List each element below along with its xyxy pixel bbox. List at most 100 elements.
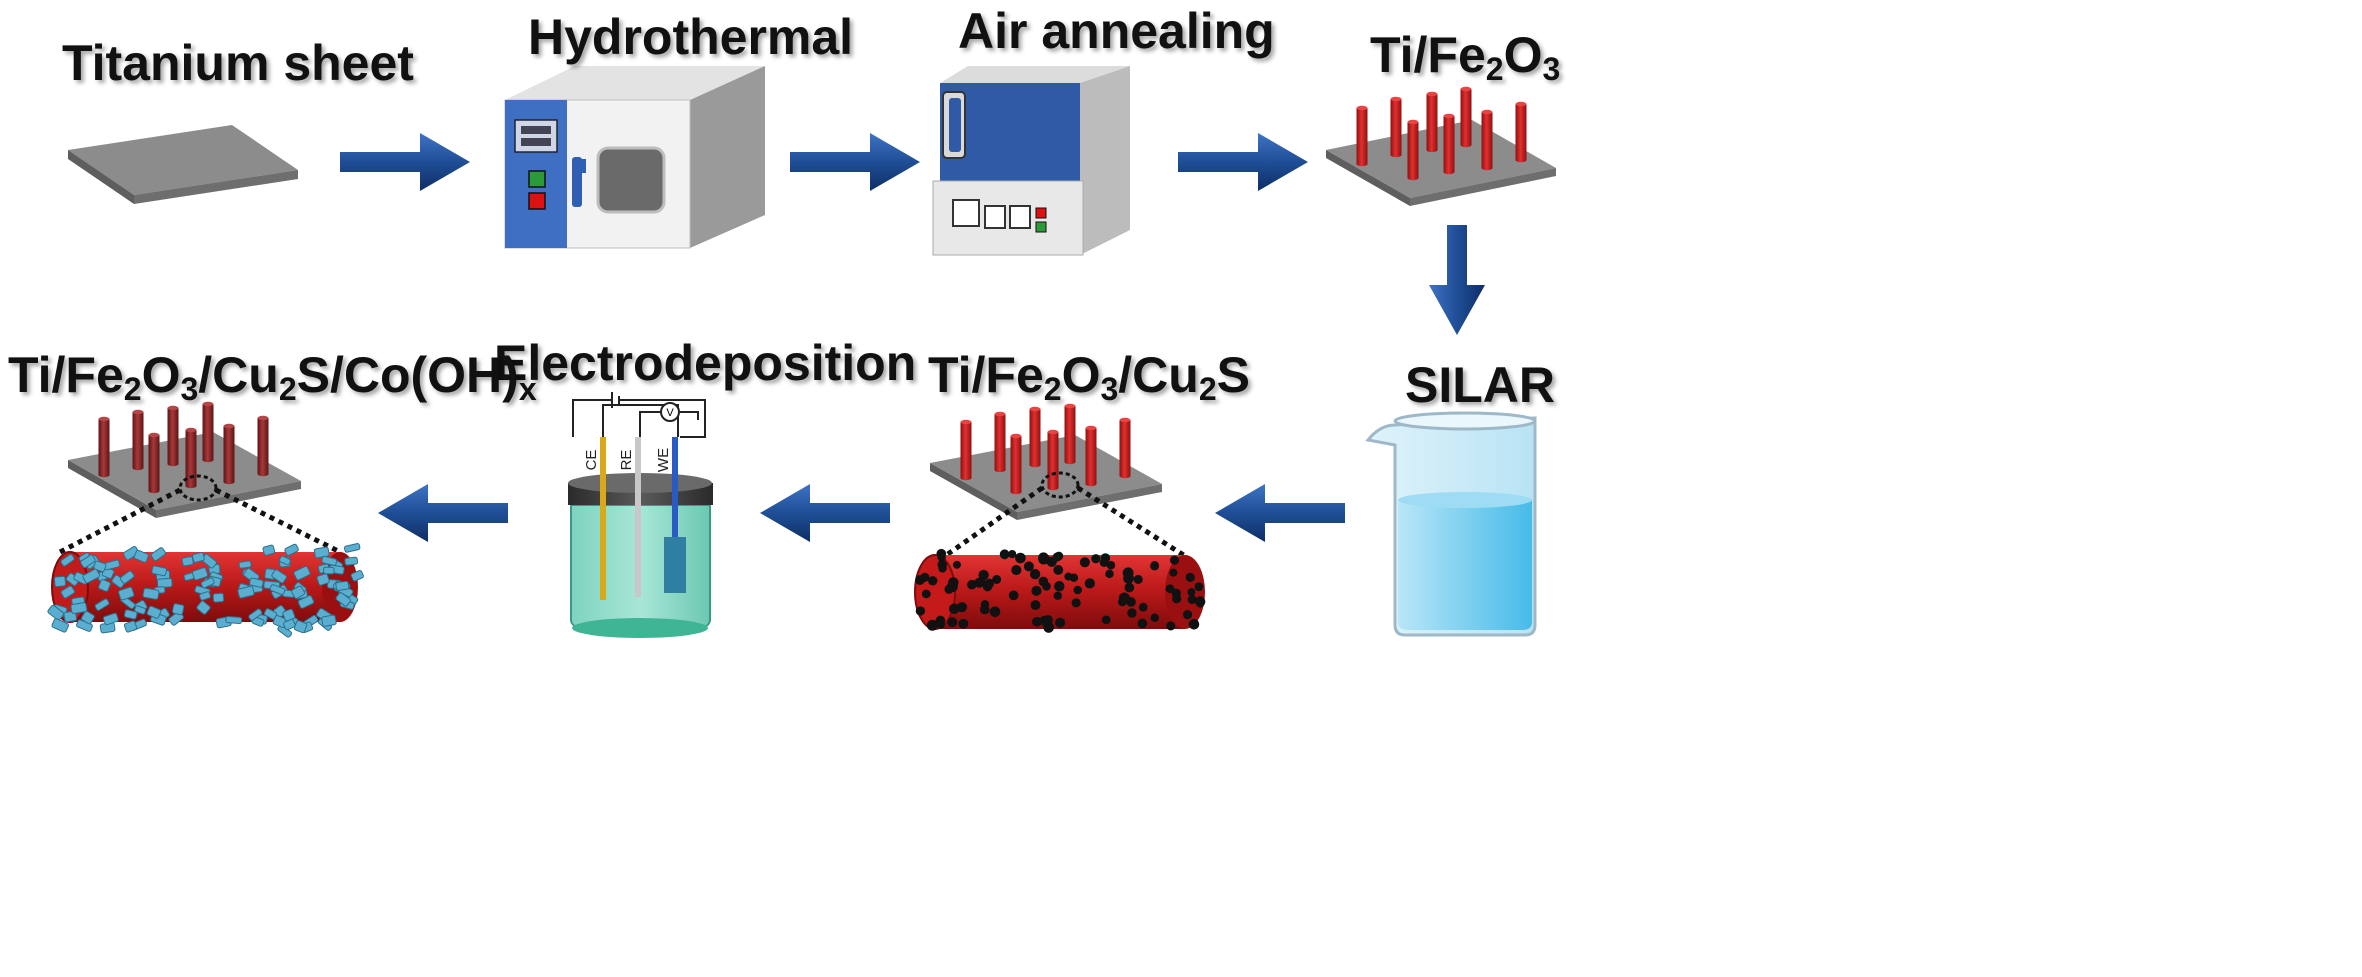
cooh-flake [291,585,306,599]
cu2s-particle [1127,608,1137,618]
cu2s-particle [1052,552,1062,562]
cu2s-particle [1031,585,1042,596]
cu2s-particle [1124,582,1135,593]
cu2s-particle [937,553,946,562]
nanorod [132,409,144,471]
arrow-7 [378,484,508,542]
cooh-flake [248,608,263,621]
cu2s-particle [1166,621,1176,631]
hydrothermal-label: Hydrothermal [528,9,854,65]
cooh-flake [284,543,299,556]
cu2s-particle [1099,558,1109,567]
nanorod [1460,86,1472,148]
nanorod [1426,91,1438,153]
nanorod [167,405,179,467]
cu2s-particle [1055,617,1066,628]
cu2s-particle [1054,580,1065,592]
cooh-flake [146,605,162,619]
cooh-flake [70,602,88,615]
nanorod [960,419,972,481]
cooh-flake [102,612,119,626]
nanorod [1481,109,1493,171]
cu2s-particle [1039,615,1050,626]
nanorod [1029,406,1041,468]
titanium-sheet-illustration [68,125,298,204]
cooh-flake [269,584,286,596]
cu2s-particle [979,605,989,615]
cooh-flake [238,560,252,569]
counter-electrode-label: CE [583,450,600,471]
fe2o3-nanorod-array [1326,86,1556,206]
cu2s-particle [1172,594,1182,604]
cooh-flake [321,614,337,627]
cooh-flake [123,609,138,620]
nanorod [1085,425,1097,487]
cooh-flake [80,610,95,625]
cooh-flake [122,545,140,561]
cooh-flake [199,591,211,601]
cu2s-particle [1105,569,1114,579]
cu2s-particle [1073,585,1082,595]
cooh-flake [344,556,359,566]
nanorod [1010,433,1022,495]
cu2s-nanorod-array [930,403,1187,559]
cu2s-particle [992,575,1002,584]
cooh-flake [93,560,107,573]
cooh-flake [94,598,110,611]
cu2s-particle [1118,592,1130,604]
cooh-flake [279,555,291,566]
cu2s-particle [952,560,961,569]
cu2s-particle [1064,572,1073,581]
cooh-flake [53,575,67,588]
cu2s-particle [948,577,959,588]
cooh-flake [51,618,69,633]
cooh-flake [343,543,361,553]
arrow-1 [340,133,470,191]
cooh-flake [134,605,147,615]
cooh-flake [156,577,173,589]
nanorod [994,411,1006,473]
cu2s-particle [999,549,1010,560]
cu2s-particle [1169,568,1178,577]
silar-beaker-illustration [1365,411,1537,637]
arrow-6 [760,484,890,542]
nanorod [202,401,214,463]
nanorod [98,416,110,478]
cu2s-particle [977,578,986,587]
cu2s-particle [915,606,926,616]
cooh-flake [60,585,76,599]
cu2s-particle [1182,609,1193,620]
cu2s-particle [1165,584,1175,594]
arrow-5 [1215,484,1345,542]
cu2s-particle [915,575,925,585]
cu2s-particle [1015,552,1026,564]
cooh-flake [98,579,111,592]
cooh-flake [47,604,65,621]
cu2s-particle [1150,561,1160,571]
cu2s-particle [1030,600,1041,611]
cu2s-particle [1101,615,1111,625]
cooh-flake [118,586,135,601]
cooh-flake [142,587,160,600]
cooh-flake [212,592,225,603]
cooh-flake [150,547,166,562]
cu2s-particle [1038,576,1049,587]
cu2s-particle [1137,618,1148,629]
cooh-flake [181,556,194,567]
cooh-flake [119,570,135,584]
cu2s-particle [1084,578,1095,589]
cu2s-particle [1123,572,1134,584]
titanium-sheet-label: Titanium sheet [62,35,414,91]
cooh-flake [249,577,264,588]
cu2s-particle [1196,599,1205,608]
nanorod [148,432,160,494]
cooh-flake [123,620,138,633]
electrodeposition-label: Electrodeposition [494,335,917,391]
cu2s-particle [936,619,946,629]
cooh-flake [196,600,211,615]
cooh-flake [82,568,101,584]
cu2s-particle [947,617,958,628]
cu2s-particle [1150,613,1159,622]
cooh-flake [151,565,168,577]
cooh-flake [192,552,205,563]
